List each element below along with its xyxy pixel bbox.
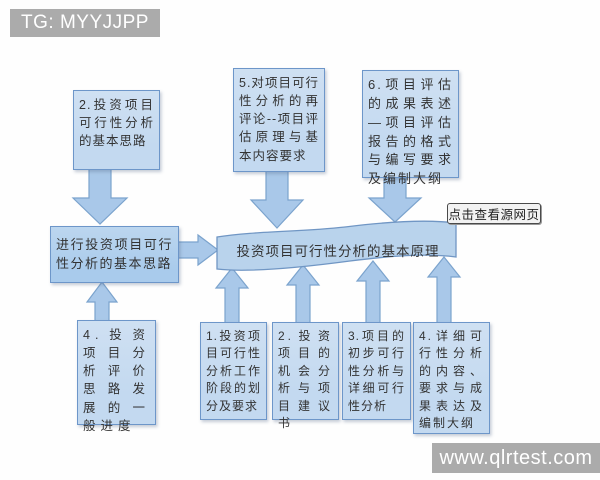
up-arrow-icon [214, 267, 250, 324]
up-arrow-icon [285, 264, 321, 324]
flow-node-basic-approach: 进行投资项目可行性分析的基本思路 [50, 226, 179, 283]
down-arrow-icon [249, 169, 305, 229]
flow-node-bottom-detailed: 4.详细可行性分析的内容、要求与成果表达及编制大纲 [413, 322, 490, 434]
site-watermark: www.qlrtest.com [432, 443, 600, 473]
flow-node-top-basic-idea: 2.投资项目可行性分析的基本思路 [73, 90, 160, 170]
flow-node-bottom-opportunity: 2.投资项目的机会分析与项目建议书 [272, 322, 339, 430]
banner-wave-shape [216, 220, 457, 271]
flow-node-bottom-progress: 4.投资项目分析评价思路发展的一般进度 [77, 320, 156, 433]
tg-watermark: TG: MYYJJPP [10, 9, 160, 37]
down-arrow-icon [367, 175, 423, 223]
flow-node-bottom-preliminary: 3.项目的初步可行性分析与详细可行性分析 [342, 322, 411, 420]
flow-node-label: 进行投资项目可行性分析的基本思路 [56, 236, 173, 271]
flow-node-bottom-stages: 1.投资项目可行性分析工作阶段的划分及要求 [200, 322, 267, 420]
down-arrow-icon [71, 167, 129, 225]
up-arrow-icon [426, 256, 462, 324]
banner-title: 投资项目可行性分析的基本原理 [236, 244, 440, 259]
flow-node-top-re-evaluation: 5.对项目可行性分析的再评论--项目评估原理与基本内容要求 [233, 68, 325, 172]
view-source-button[interactable]: 点击查看源网页 [447, 203, 541, 224]
up-arrow-icon [355, 260, 391, 324]
flow-node-top-evaluation-report: 6.项目评估的成果表述—项目评估报告的格式与编写要求及编制大纲 [362, 70, 459, 186]
right-arrow-icon [177, 233, 219, 267]
up-arrow-icon [85, 281, 119, 322]
